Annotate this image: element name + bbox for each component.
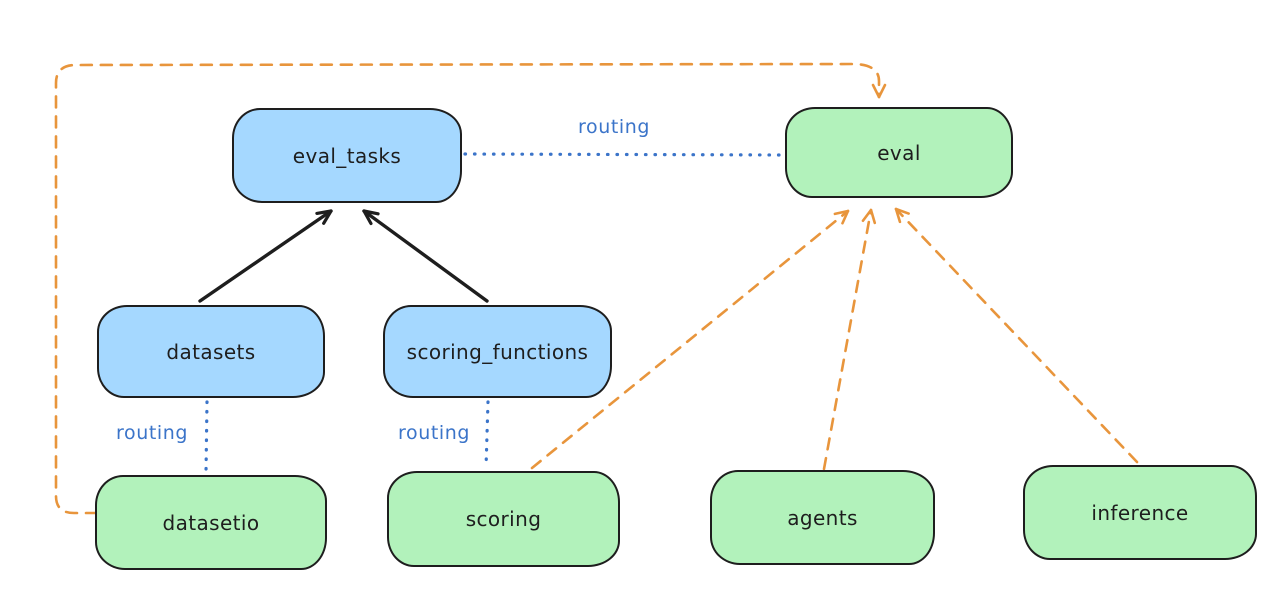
edge-datasets-to-eval-tasks [198,209,333,303]
node-scoring-functions-label: scoring_functions [406,339,589,364]
node-datasetio: datasetio [95,475,327,570]
edge-datasets-to-datasetio-routing [204,400,209,474]
node-scoring-label: scoring [465,507,542,531]
edge-scoring-functions-to-eval-tasks [362,209,489,303]
node-scoring-functions: scoring_functions [383,305,612,398]
edge-scoring-functions-to-scoring-routing [484,400,490,470]
node-datasets: datasets [97,305,325,398]
node-datasets-label: datasets [166,339,256,364]
node-eval: eval [785,107,1013,198]
edge-datasetio-to-eval [54,62,887,515]
node-agents: agents [710,470,935,565]
node-eval-tasks: eval_tasks [232,108,462,203]
edge-inference-to-eval [894,207,1139,464]
node-agents-label: agents [787,505,858,530]
node-inference: inference [1023,465,1257,560]
node-eval-label: eval [877,140,921,165]
node-eval-tasks-label: eval_tasks [292,143,402,168]
routing-label-scoring-functions-scoring: routing [398,422,471,444]
edge-agents-to-eval [822,208,877,471]
node-scoring: scoring [387,471,620,567]
routing-label-datasets-datasetio: routing [116,422,189,444]
node-datasetio-label: datasetio [162,510,260,535]
edge-eval-tasks-to-eval-routing [463,152,788,157]
routing-label-eval-tasks-eval: routing [578,116,651,138]
node-inference-label: inference [1091,500,1189,525]
